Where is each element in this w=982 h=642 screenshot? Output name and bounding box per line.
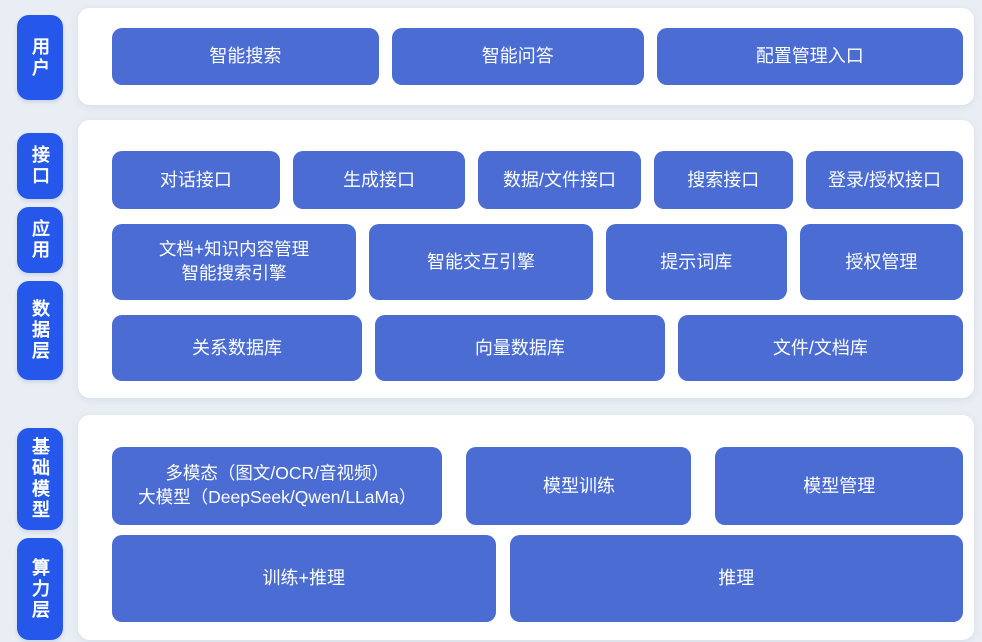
user-layer-panel: 智能搜索 智能问答 配置管理入口 — [78, 8, 974, 105]
foundation-model-row: 多模态（图文/OCR/音视频） 大模型（DeepSeek/Qwen/LLaMa）… — [112, 447, 963, 525]
layer-pill-compute: 算力层 — [17, 538, 63, 640]
node-smart-qa: 智能问答 — [391, 28, 644, 85]
layer-pill-interface: 接口 — [17, 133, 63, 199]
interface-layer-row: 对话接口 生成接口 数据/文件接口 搜索接口 登录/授权接口 — [112, 151, 963, 209]
compute-layer-row: 训练+推理 推理 — [112, 535, 963, 622]
middle-layers-pill-column: 接口 应用 数据层 — [17, 120, 63, 398]
bottom-layers-panel: 多模态（图文/OCR/音视频） 大模型（DeepSeek/Qwen/LLaMa）… — [78, 415, 974, 640]
node-smart-search: 智能搜索 — [112, 28, 379, 85]
node-model-training: 模型训练 — [466, 447, 692, 525]
band-user-layer: 用户 智能搜索 智能问答 配置管理入口 — [17, 8, 974, 105]
user-layer-pill-column: 用户 — [17, 8, 63, 105]
node-file-document-store: 文件/文档库 — [677, 315, 963, 381]
node-login-auth-api: 登录/授权接口 — [805, 151, 963, 209]
node-auth-management: 授权管理 — [799, 224, 963, 300]
node-model-management: 模型管理 — [715, 447, 963, 525]
middle-layers-panel: 对话接口 生成接口 数据/文件接口 搜索接口 登录/授权接口 文档+知识内容管理… — [78, 120, 974, 398]
layer-pill-user: 用户 — [17, 15, 63, 100]
data-layer-row: 关系数据库 向量数据库 文件/文档库 — [112, 315, 963, 381]
node-relational-database: 关系数据库 — [112, 315, 362, 381]
band-middle-layers: 接口 应用 数据层 对话接口 生成接口 数据/文件接口 搜索接口 登录/授权接口… — [17, 120, 974, 398]
node-doc-knowledge-search-engine: 文档+知识内容管理 智能搜索引擎 — [112, 224, 357, 300]
node-generation-api: 生成接口 — [292, 151, 466, 209]
node-dialog-api: 对话接口 — [112, 151, 280, 209]
user-layer-row: 智能搜索 智能问答 配置管理入口 — [112, 28, 963, 85]
node-smart-interaction-engine: 智能交互引擎 — [369, 224, 593, 300]
node-data-file-api: 数据/文件接口 — [478, 151, 641, 209]
layer-pill-data: 数据层 — [17, 281, 63, 380]
layer-pill-application: 应用 — [17, 207, 63, 273]
node-search-api: 搜索接口 — [653, 151, 793, 209]
node-prompt-library: 提示词库 — [605, 224, 787, 300]
band-bottom-layers: 基础模型 算力层 多模态（图文/OCR/音视频） 大模型（DeepSeek/Qw… — [17, 415, 974, 640]
node-training-plus-inference: 训练+推理 — [112, 535, 496, 622]
node-config-management-entry: 配置管理入口 — [656, 28, 963, 85]
bottom-layers-pill-column: 基础模型 算力层 — [17, 415, 63, 640]
node-inference: 推理 — [509, 535, 963, 622]
application-layer-row: 文档+知识内容管理 智能搜索引擎 智能交互引擎 提示词库 授权管理 — [112, 224, 963, 300]
layer-pill-foundation-model: 基础模型 — [17, 428, 63, 530]
node-vector-database: 向量数据库 — [374, 315, 665, 381]
node-multimodal-large-model: 多模态（图文/OCR/音视频） 大模型（DeepSeek/Qwen/LLaMa） — [112, 447, 443, 525]
